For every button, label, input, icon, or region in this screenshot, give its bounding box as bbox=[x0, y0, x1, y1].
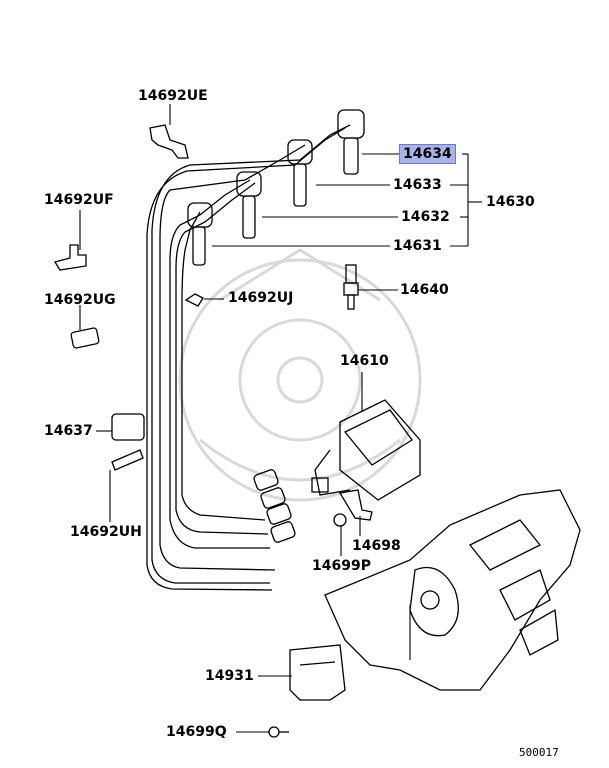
label-14610[interactable]: 14610 bbox=[340, 353, 389, 369]
diagram-code: 500017 bbox=[519, 746, 559, 759]
label-14692UE[interactable]: 14692UE bbox=[138, 88, 208, 104]
bolt-14699Q bbox=[268, 726, 289, 738]
label-14632[interactable]: 14632 bbox=[401, 209, 450, 225]
spark-plug-14640 bbox=[343, 264, 359, 310]
label-14633[interactable]: 14633 bbox=[393, 177, 442, 193]
clip-14692UJ bbox=[184, 293, 204, 307]
label-14692UF[interactable]: 14692UF bbox=[44, 192, 114, 208]
label-14637[interactable]: 14637 bbox=[44, 423, 93, 439]
module-14931 bbox=[289, 644, 346, 701]
label-14699Q[interactable]: 14699Q bbox=[166, 724, 227, 740]
label-14634[interactable]: 14634 bbox=[399, 144, 456, 164]
label-14931[interactable]: 14931 bbox=[205, 668, 254, 684]
plug-cap-14633 bbox=[287, 139, 313, 207]
label-14631[interactable]: 14631 bbox=[393, 238, 442, 254]
clamp-14692UF bbox=[53, 244, 87, 271]
intake-manifold bbox=[324, 489, 581, 691]
label-14699P[interactable]: 14699P bbox=[312, 558, 371, 574]
bolt-14699P bbox=[333, 513, 347, 527]
ignition-wire-4 bbox=[181, 211, 266, 521]
connector-14637 bbox=[111, 413, 145, 441]
label-14692UJ[interactable]: 14692UJ bbox=[228, 290, 294, 306]
clamp-14692UG bbox=[70, 327, 100, 349]
label-14640[interactable]: 14640 bbox=[400, 282, 449, 298]
wire-end-terminals bbox=[253, 469, 296, 543]
clamp-14692UE bbox=[149, 124, 189, 159]
plug-cap-14631 bbox=[187, 202, 213, 266]
leader-lines bbox=[79, 104, 482, 733]
watermark-emblem bbox=[178, 248, 422, 502]
label-14698[interactable]: 14698 bbox=[352, 538, 401, 554]
plug-cap-14632 bbox=[236, 171, 262, 239]
ignition-coil-14610 bbox=[311, 399, 421, 501]
label-14692UH[interactable]: 14692UH bbox=[70, 524, 142, 540]
label-14692UG[interactable]: 14692UG bbox=[44, 292, 116, 308]
ignition-wire-3 bbox=[169, 179, 270, 549]
label-14630[interactable]: 14630 bbox=[486, 194, 535, 210]
plug-cap-14634 bbox=[337, 109, 365, 175]
comb-clip-14692UH bbox=[111, 449, 144, 471]
ignition-wire-2 bbox=[159, 144, 306, 571]
ignition-wire-1 bbox=[151, 124, 351, 584]
bracket-14698 bbox=[338, 489, 373, 521]
